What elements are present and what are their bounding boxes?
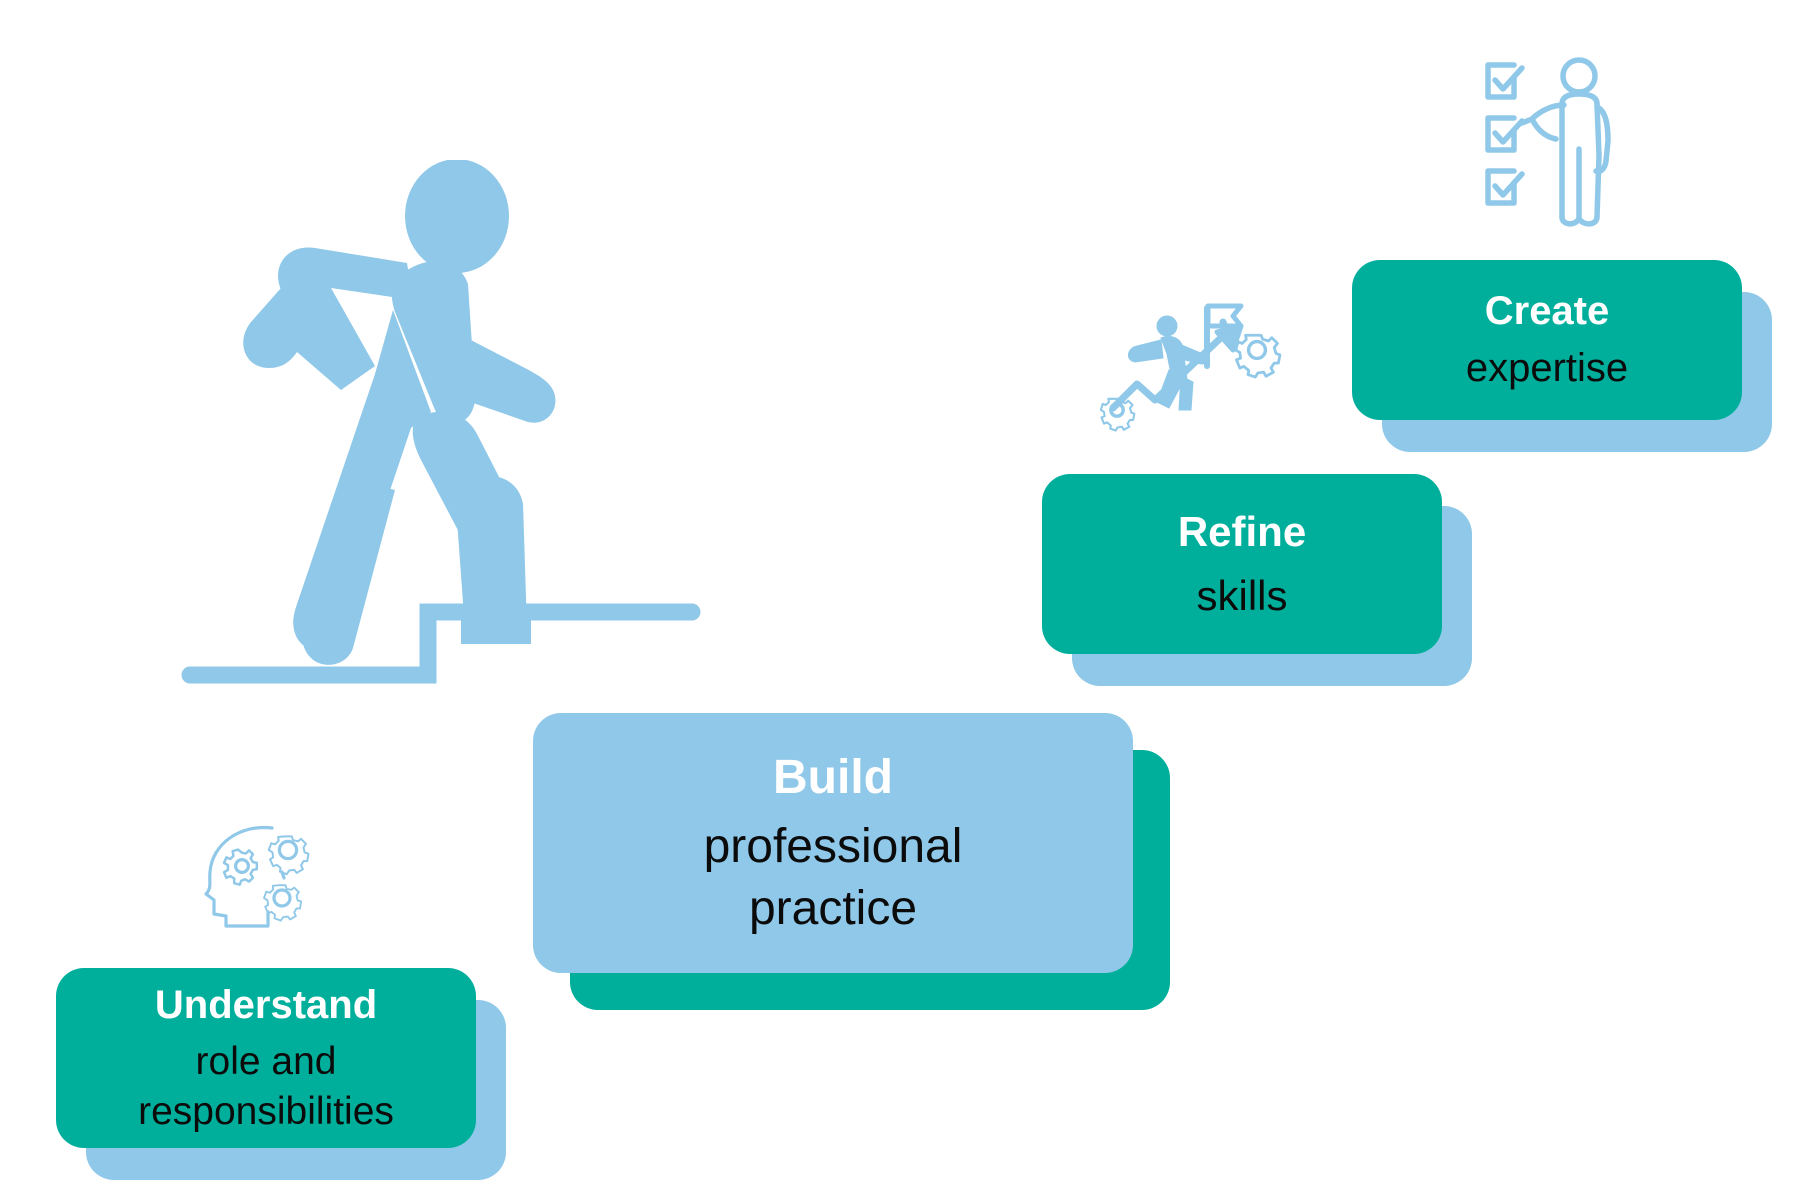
build-card-subtitle-line-1: professional	[703, 820, 963, 874]
step-card-understand[interactable]: Understand role and responsibilities	[56, 968, 476, 1148]
step-card-refine[interactable]: Refine skills	[1042, 474, 1442, 654]
head-with-gears-svg	[204, 825, 310, 928]
walking-person-climbing-stairs-icon	[235, 160, 575, 680]
person-climbing-arrow-with-flag-and-gears-icon	[1095, 292, 1295, 432]
refine-card-subtitle-line-1: skills	[1196, 572, 1288, 619]
stairs-svg	[181, 603, 701, 684]
step-card-create[interactable]: Create expertise	[1352, 260, 1742, 420]
refine-card-title: Refine	[1177, 508, 1307, 556]
build-card-subtitle-line-2: practice	[748, 881, 918, 935]
walking-person-svg	[243, 160, 556, 665]
checklist-person-svg	[1485, 57, 1611, 227]
stairs-outline-icon	[180, 560, 740, 700]
understand-card-subtitle-line-1: role and	[195, 1039, 337, 1083]
build-card-title: Build	[773, 750, 893, 804]
understand-card-subtitle-line-2: responsibilities	[138, 1089, 394, 1133]
create-card-title: Create	[1484, 288, 1610, 333]
head-with-gears-icon	[196, 820, 326, 930]
step-card-build[interactable]: Build professional practice	[533, 713, 1133, 973]
growth-arrow-svg	[1099, 303, 1282, 432]
create-card-subtitle-line-1: expertise	[1465, 346, 1629, 390]
understand-card-title: Understand	[154, 982, 378, 1027]
person-with-checklist-icon	[1478, 55, 1638, 230]
